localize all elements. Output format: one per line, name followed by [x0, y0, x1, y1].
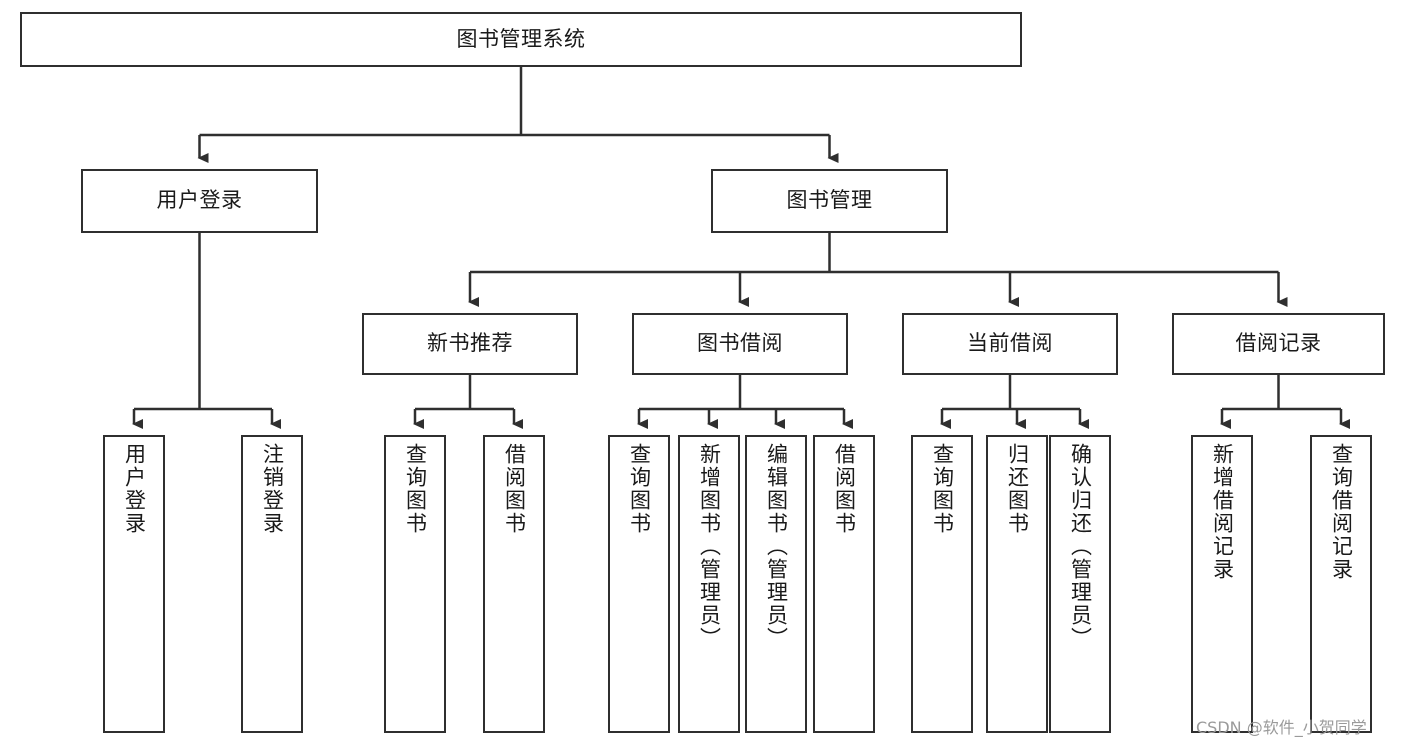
node-borrow-record[interactable]: 借阅记录: [1172, 313, 1385, 375]
leaf-query-book-2[interactable]: 查询图书: [608, 435, 670, 733]
node-book-manage[interactable]: 图书管理: [711, 169, 948, 233]
leaf-query-book-1-label: 查询图书: [403, 443, 428, 535]
node-root-label: 图书管理系统: [456, 26, 586, 51]
leaf-borrow-book-1-label: 借阅图书: [502, 443, 527, 535]
leaf-edit-book-label: 编辑图书（管理员）: [764, 443, 789, 650]
node-book-borrow-label: 图书借阅: [697, 331, 783, 356]
leaf-query-book-3-label: 查询图书: [930, 443, 955, 535]
leaf-add-book[interactable]: 新增图书（管理员）: [678, 435, 740, 733]
leaf-query-book-2-label: 查询图书: [627, 443, 652, 535]
node-current-borrow[interactable]: 当前借阅: [902, 313, 1118, 375]
leaf-edit-book[interactable]: 编辑图书（管理员）: [745, 435, 807, 733]
leaf-borrow-book-1[interactable]: 借阅图书: [483, 435, 545, 733]
leaf-borrow-book-2[interactable]: 借阅图书: [813, 435, 875, 733]
leaf-user-logout[interactable]: 注销登录: [241, 435, 303, 733]
node-user-login-label: 用户登录: [156, 188, 243, 213]
node-root[interactable]: 图书管理系统: [20, 12, 1022, 67]
node-new-book-rec-label: 新书推荐: [427, 331, 513, 356]
leaf-query-record[interactable]: 查询借阅记录: [1310, 435, 1372, 733]
leaf-user-login-label: 用户登录: [122, 443, 147, 535]
leaf-add-book-label: 新增图书（管理员）: [697, 443, 722, 650]
node-current-borrow-label: 当前借阅: [967, 331, 1053, 356]
node-book-manage-label: 图书管理: [786, 188, 873, 213]
leaf-add-record-label: 新增借阅记录: [1210, 443, 1235, 581]
watermark: CSDN @软件_小贺同学: [1196, 718, 1367, 737]
leaf-user-login[interactable]: 用户登录: [103, 435, 165, 733]
leaf-confirm-return[interactable]: 确认归还（管理员）: [1049, 435, 1111, 733]
node-new-book-rec[interactable]: 新书推荐: [362, 313, 578, 375]
leaf-query-book-3[interactable]: 查询图书: [911, 435, 973, 733]
node-borrow-record-label: 借阅记录: [1235, 331, 1322, 356]
node-user-login[interactable]: 用户登录: [81, 169, 318, 233]
leaf-query-record-label: 查询借阅记录: [1329, 443, 1354, 581]
leaf-add-record[interactable]: 新增借阅记录: [1191, 435, 1253, 733]
leaf-user-logout-label: 注销登录: [260, 443, 285, 535]
leaf-borrow-book-2-label: 借阅图书: [832, 443, 857, 535]
leaf-query-book-1[interactable]: 查询图书: [384, 435, 446, 733]
leaf-confirm-return-label: 确认归还（管理员）: [1068, 443, 1093, 650]
leaf-return-book-label: 归还图书: [1005, 443, 1030, 535]
leaf-return-book[interactable]: 归还图书: [986, 435, 1048, 733]
node-book-borrow[interactable]: 图书借阅: [632, 313, 848, 375]
